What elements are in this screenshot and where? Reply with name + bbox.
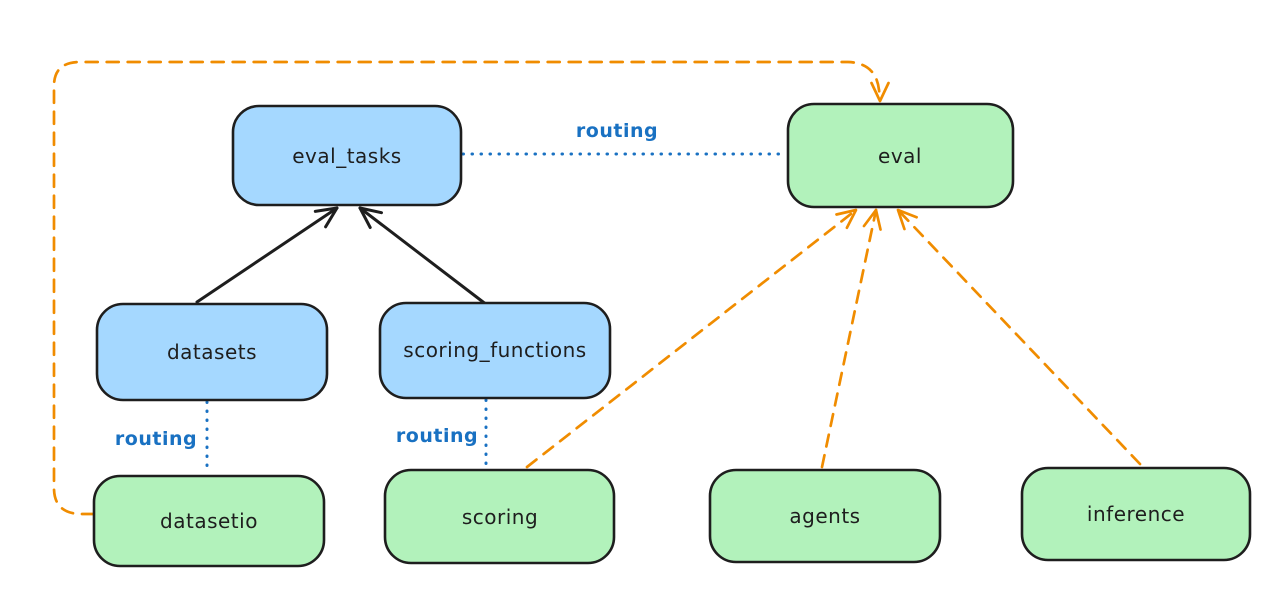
node-scoring-label: scoring <box>462 505 538 529</box>
node-datasetio-box <box>92 474 326 568</box>
node-eval-label: eval <box>878 144 922 168</box>
edge-label-routing-top: routing <box>576 120 658 142</box>
node-inference-box <box>1020 466 1252 562</box>
edge-datasets-to-eval-tasks-line <box>195 206 339 304</box>
node-eval-tasks-box <box>231 104 463 207</box>
node-agents: agents <box>708 468 942 564</box>
edge-scoring-functions-to-eval-tasks-arrowhead-icon <box>358 206 383 229</box>
edge-agents-to-eval-dashed-path <box>820 208 878 469</box>
edge-datasetio-to-eval-dashed-path <box>52 60 882 516</box>
node-datasets: datasets <box>95 302 329 402</box>
node-datasetio: datasetio <box>92 474 326 568</box>
edge-label-routing-left: routing <box>115 428 197 450</box>
edge-datasets-to-eval-tasks-arrowhead-icon <box>313 206 339 229</box>
edge-scoring-functions-to-eval-tasks-line <box>358 206 489 307</box>
node-datasets-box <box>95 302 329 402</box>
node-scoring-functions-label: scoring_functions <box>403 338 586 362</box>
node-scoring: scoring <box>383 468 616 565</box>
node-eval-box <box>786 102 1015 209</box>
node-inference: inference <box>1020 466 1252 562</box>
node-scoring-box <box>383 468 616 565</box>
node-scoring-functions-box <box>378 301 612 400</box>
edge-datasetio-to-eval-arrowhead-icon <box>870 81 890 103</box>
edge-agents-to-eval-arrowhead-icon <box>862 208 882 231</box>
edge-scoring-to-eval-arrowhead-icon <box>835 208 858 230</box>
node-eval-tasks-label: eval_tasks <box>292 144 401 168</box>
edge-inference-to-eval-dashed-path <box>896 208 1142 466</box>
node-eval: eval <box>786 102 1015 209</box>
node-datasetio-label: datasetio <box>160 509 258 533</box>
edge-scoring-to-eval-dashed-path <box>525 208 858 469</box>
node-agents-box <box>708 468 942 564</box>
edge-inference-to-eval-arrowhead-icon <box>896 208 918 231</box>
node-datasets-label: datasets <box>167 340 257 364</box>
node-scoring-functions: scoring_functions <box>378 301 612 400</box>
node-inference-label: inference <box>1087 502 1185 526</box>
edge-label-routing-mid: routing <box>396 425 478 447</box>
node-agents-label: agents <box>789 504 860 528</box>
node-eval-tasks: eval_tasks <box>231 104 463 207</box>
